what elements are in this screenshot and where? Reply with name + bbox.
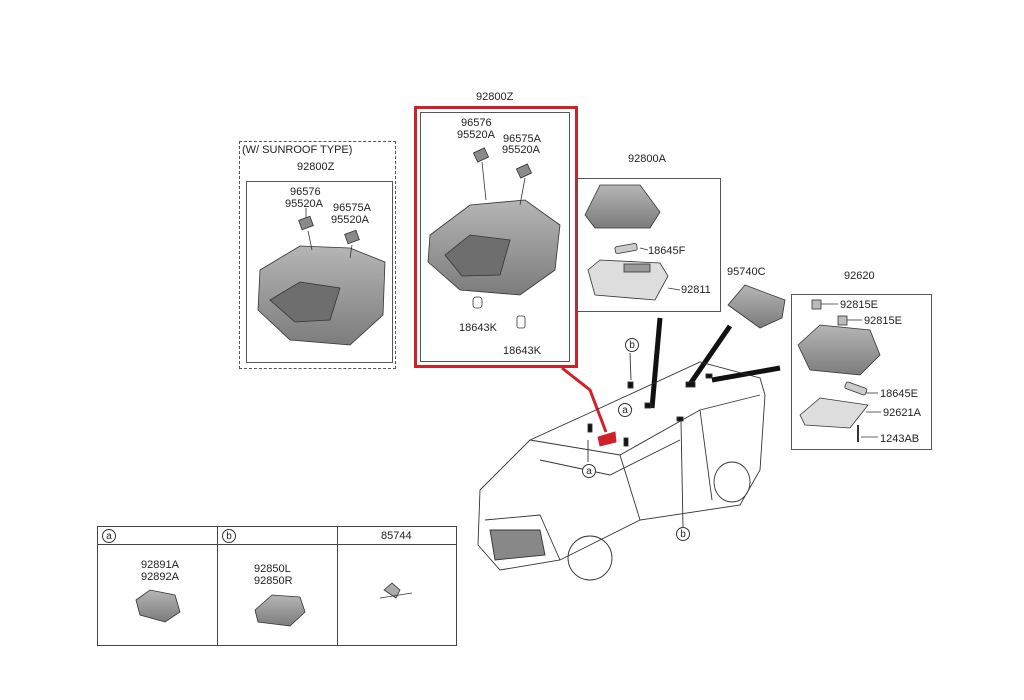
- highlight-assembly-label: 92800Z: [476, 91, 514, 103]
- sunroof-bulb-left-label-a: 96576: [290, 186, 321, 198]
- accessory-table: a b 85744 92891A 92892A 92850L 92850R: [97, 526, 457, 646]
- table-col-b-mark: b: [222, 529, 236, 543]
- cargo-lamp-panel: [791, 294, 932, 450]
- room-lamp-panel: [577, 178, 721, 312]
- highlight-inner-box: [420, 112, 570, 362]
- highlight-socket-right-label: 18643K: [503, 345, 541, 357]
- cargo-bulb-label: 18645E: [880, 388, 918, 400]
- table-col-a-mark: a: [102, 529, 116, 543]
- callout-b-top: b: [625, 338, 639, 352]
- room-lamp-parts: [584, 184, 681, 301]
- cargo-lens-label: 92621A: [883, 407, 921, 419]
- vanity-lamp-part: [727, 284, 786, 329]
- sunroof-bulb-right-label-b: 95520A: [331, 214, 369, 226]
- table-col-b-part1: 92850L: [254, 563, 291, 575]
- room-lamp-lens-label: 92811: [681, 284, 711, 296]
- callout-b-bottom: b: [676, 527, 690, 541]
- callout-a-bottom: a: [582, 464, 596, 478]
- cargo-assembly-label: 92620: [844, 270, 875, 282]
- highlight-bulb-right-label-b: 95520A: [502, 144, 540, 156]
- table-col-c-header: 85744: [381, 530, 412, 542]
- room-lamp-assembly-label: 92800A: [628, 153, 666, 165]
- highlight-bulb-left-label-b: 95520A: [457, 129, 495, 141]
- sunroof-bulb-left-label-b: 95520A: [285, 198, 323, 210]
- highlight-bulb-left-label-a: 96576: [461, 117, 492, 129]
- table-header-row: [98, 527, 456, 545]
- sunroof-type-title: (W/ SUNROOF TYPE): [242, 144, 353, 156]
- sunroof-bulb-right-label-a: 96575A: [333, 202, 371, 214]
- highlight-socket-left-label: 18643K: [459, 322, 497, 334]
- highlighted-overhead-console-panel: [414, 106, 578, 368]
- highlight-bulb-right-label-a: 96575A: [503, 133, 541, 145]
- table-part-illustrations: [135, 582, 413, 627]
- highlight-console-part: [427, 147, 561, 296]
- cargo-lamp-parts: [797, 299, 881, 442]
- sunroof-assembly-label: 92800Z: [297, 161, 335, 173]
- table-col-a-part2: 92892A: [141, 571, 179, 583]
- socket-parts: [472, 296, 526, 329]
- cargo-screw-label: 1243AB: [880, 433, 920, 445]
- table-divider-2: [337, 527, 338, 645]
- sunroof-type-panel: [239, 141, 396, 369]
- cargo-socket-a-label: 92815E: [840, 299, 878, 311]
- sunroof-assembly-box: [246, 181, 393, 363]
- room-lamp-bulb-label: 18645F: [648, 245, 686, 257]
- vanity-lamp-label: 95740C: [727, 266, 766, 278]
- table-col-a-part1: 92891A: [141, 559, 179, 571]
- table-col-b-part2: 92850R: [254, 575, 293, 587]
- cargo-socket-b-label: 92815E: [864, 315, 902, 327]
- vehicle-outline: [477, 352, 766, 581]
- table-divider-1: [217, 527, 218, 645]
- callout-a-mid: a: [618, 403, 632, 417]
- sunroof-console-part: [257, 208, 386, 346]
